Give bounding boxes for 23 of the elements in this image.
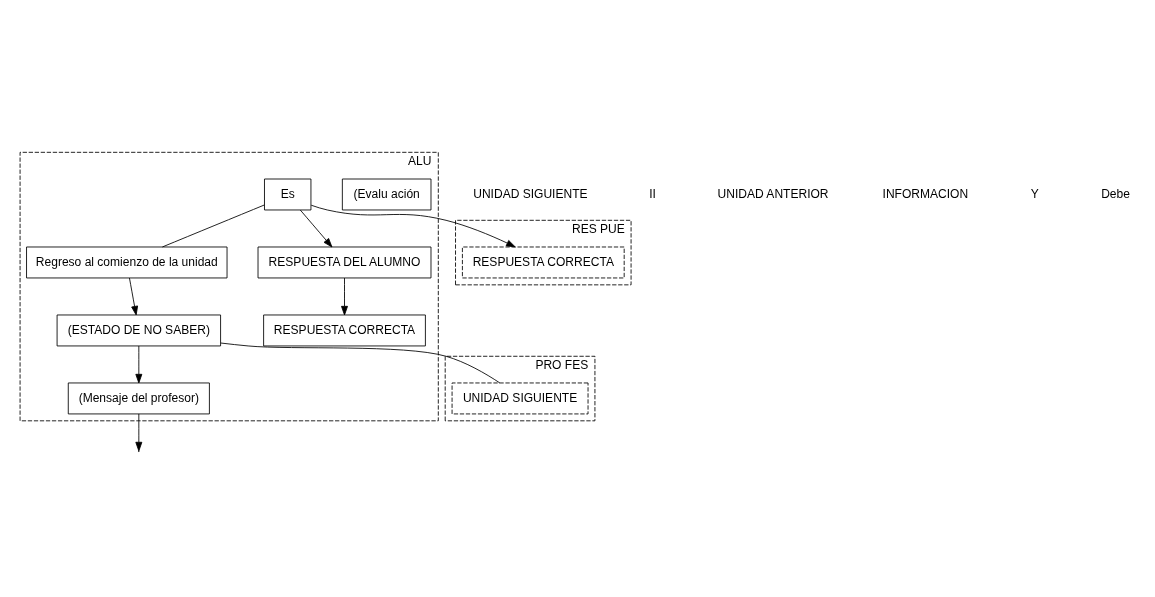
label: Debe [1101,186,1130,201]
arrow [310,204,516,248]
arrow [135,413,143,452]
label: Y [1030,186,1039,201]
label: II [649,186,656,201]
label: UNIDAD ANTERIOR [717,186,829,201]
arrow [299,209,333,248]
node-box: Es [264,178,312,211]
node-box: RESPUESTA CORRECTA [263,314,426,347]
label: UNIDAD SIGUIENTE [473,186,588,201]
connector [161,204,265,248]
node-box: RESPUESTA DEL ALUMNO [257,246,432,279]
node-box: Regreso al comienzo de la unidad [26,246,228,279]
node-box: UNIDAD SIGUIENTE [451,382,589,415]
node-box: (Mensaje del profesor) [67,382,210,415]
connector [220,342,501,384]
arrow [129,277,138,316]
label: INFORMACION [882,186,969,201]
arrow [135,345,143,384]
node-box: RESPUESTA CORRECTA [461,246,625,279]
arrow [341,277,348,316]
node-box: (ESTADO DE NO SABER) [56,314,221,347]
node-box: (Evalu ación [341,178,432,211]
